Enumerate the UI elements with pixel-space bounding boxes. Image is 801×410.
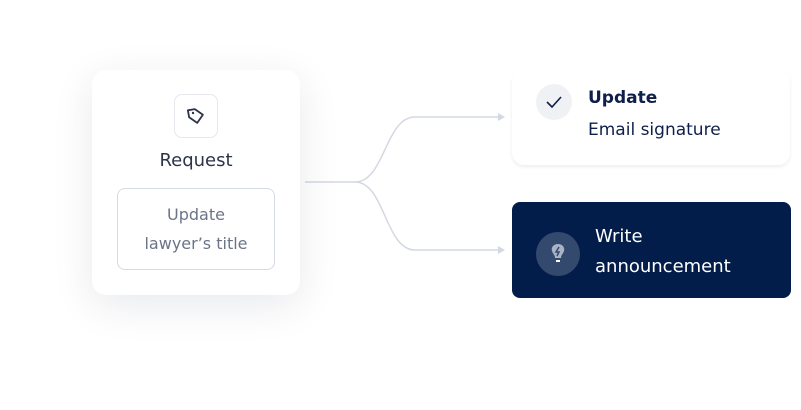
write-line: Write	[595, 226, 643, 247]
request-value-line: Update	[167, 205, 225, 224]
update-email-signature-card[interactable]: Update Email signature	[512, 70, 790, 165]
update-title: Update	[588, 88, 658, 108]
write-line: announcement	[595, 256, 731, 277]
request-title: Request	[159, 150, 233, 171]
arrow-head-icon	[498, 246, 505, 254]
write-announcement-card[interactable]: Write announcement	[512, 202, 791, 298]
request-value-line: lawyer’s title	[144, 234, 248, 253]
request-card[interactable]: Request Update lawyer’s title	[92, 70, 300, 295]
check-icon	[536, 84, 572, 120]
arrow-head-icon	[498, 113, 505, 121]
lightbulb-icon	[536, 232, 580, 276]
request-value-field[interactable]: Update lawyer’s title	[117, 188, 275, 270]
update-subtitle: Email signature	[588, 120, 721, 140]
tag-icon	[174, 94, 218, 138]
